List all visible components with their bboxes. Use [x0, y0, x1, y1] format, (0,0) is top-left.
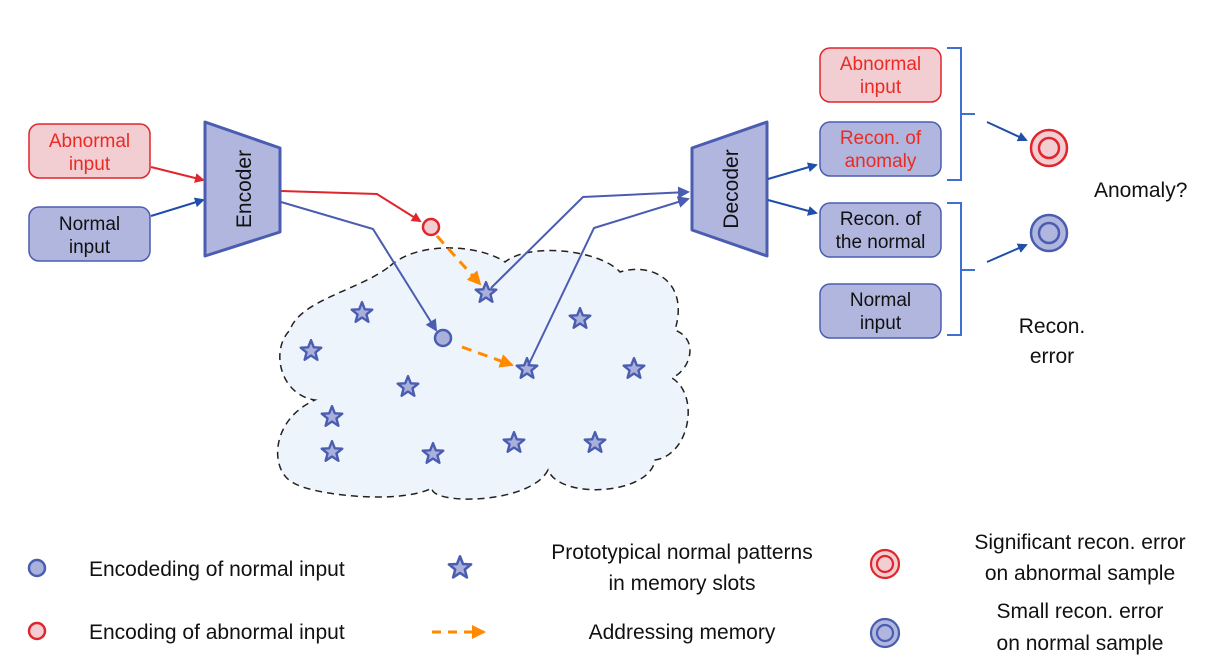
anomaly-bracket [947, 47, 975, 181]
recon-normal-line1: Recon. of [840, 209, 922, 230]
right-normal-input-line1: Normal [850, 290, 911, 311]
right-normal-input-box: Normal input [819, 283, 942, 339]
legend-small-line2: on normal sample [997, 632, 1164, 655]
right-abnormal-input-box: Abnormal input [819, 47, 942, 103]
normal-to-encoder-arrow [150, 197, 205, 217]
legend-prototypes-line1: Prototypical normal patterns [551, 541, 812, 564]
anomaly-error-arrow [986, 121, 1028, 142]
decoder-label: Decoder [720, 149, 743, 228]
right-abnormal-input-line2: input [860, 77, 902, 98]
right-abnormal-input-line1: Abnormal [840, 54, 921, 75]
significant-error-icon [1029, 128, 1069, 168]
legend-prototypes-line2: in memory slots [608, 572, 755, 595]
recon-normal-line2: the normal [836, 232, 926, 253]
normal-retrieval-path [527, 196, 690, 367]
recon-anomaly-box: Recon. of anomaly [819, 121, 942, 177]
normal-input-box: Normal input [28, 206, 151, 262]
legend-small-line1: Small recon. error [997, 600, 1164, 623]
abnormal-encoding-path [280, 190, 422, 223]
legend-small-error-icon [869, 617, 901, 649]
abnormal-retrieval-path [490, 186, 690, 289]
legend-enc-normal: Encodeding of normal input [89, 558, 345, 581]
decoder-to-recon-anomaly-arrow [767, 162, 818, 180]
normal-encoding-dot [433, 328, 453, 348]
recon-anomaly-line2: anomaly [845, 151, 917, 172]
memory-cloud [276, 247, 691, 500]
legend-significant-line1: Significant recon. error [974, 531, 1185, 554]
abnormal-input-box: Abnormal input [28, 123, 151, 179]
normal-input-line2: input [69, 237, 111, 258]
encoder-label: Encoder [233, 150, 256, 228]
abnormal-encoding-dot [421, 217, 441, 237]
legend-abnormal-encoding-icon [27, 621, 47, 641]
abnormal-input-line2: input [69, 154, 111, 175]
legend-enc-abnormal: Encoding of abnormal input [89, 621, 345, 644]
small-error-icon [1029, 213, 1069, 253]
legend-normal-encoding-icon [27, 558, 47, 578]
normal-encoding-path [280, 201, 438, 332]
legend-significant-error-icon [869, 548, 901, 580]
normal-input-line1: Normal [59, 214, 120, 235]
decoder-to-recon-normal-arrow [767, 199, 818, 216]
anomaly-question-label: Anomaly? [1094, 179, 1187, 202]
decoder-block: Decoder [690, 120, 769, 258]
normal-addressing-arrow [461, 345, 514, 368]
normal-bracket [947, 202, 975, 336]
recon-error-label-line1: Recon. [1019, 315, 1086, 338]
legend-star-icon [447, 555, 473, 579]
legend-addressing: Addressing memory [589, 621, 776, 644]
abnormal-to-encoder-arrow [150, 166, 205, 183]
abnormal-addressing-arrow [435, 234, 482, 286]
right-normal-input-line2: input [860, 313, 902, 334]
normal-error-arrow [986, 243, 1028, 263]
recon-normal-box: Recon. of the normal [819, 202, 942, 258]
legend: Encodeding of normal input Encoding of a… [27, 531, 1186, 655]
recon-anomaly-line1: Recon. of [840, 128, 922, 149]
recon-error-label-line2: error [1030, 345, 1074, 368]
encoder-block: Encoder [203, 120, 282, 258]
legend-significant-line2: on abnormal sample [985, 562, 1175, 585]
abnormal-input-line1: Abnormal [49, 131, 130, 152]
